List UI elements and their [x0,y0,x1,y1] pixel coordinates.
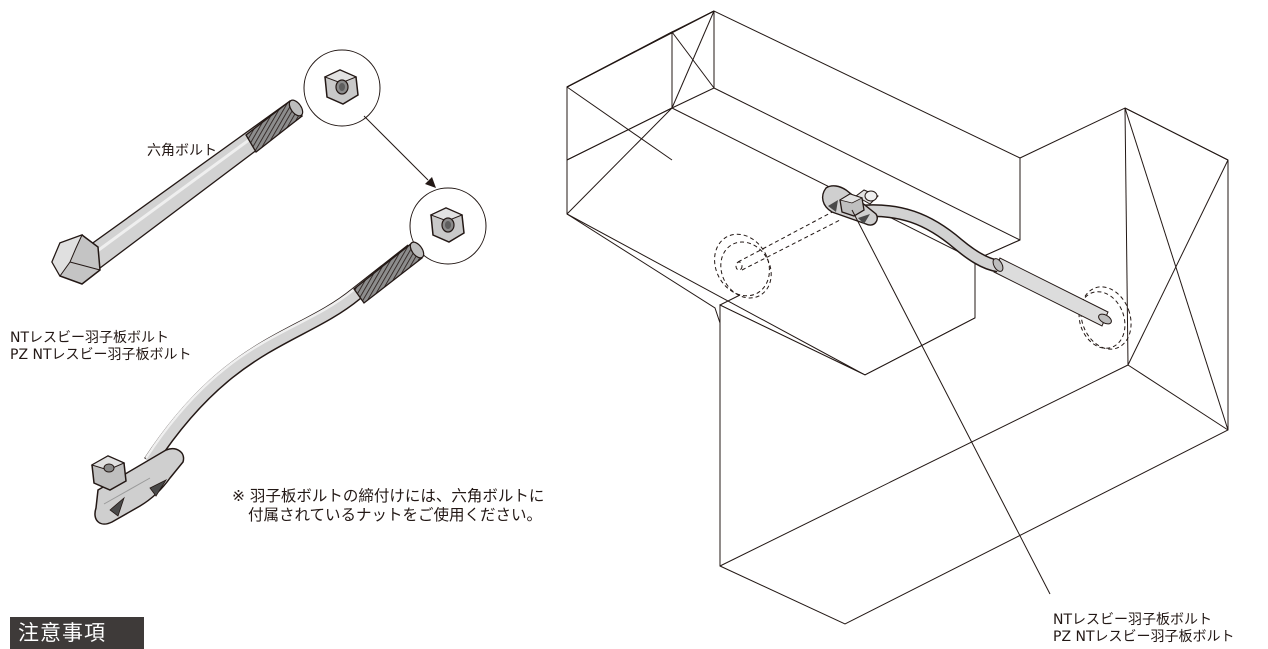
haneita-bolt-label-right-line2: PZ NTレスビー羽子板ボルト [1053,629,1235,645]
installed-haneita-bolt [821,185,1112,595]
nut-detail-bottom [409,187,487,265]
haneita-bolt-label-left-line2: PZ NTレスビー羽子板ボルト [10,347,192,363]
arrow [363,115,436,188]
haneita-bolt-label-right-line1: NTレスビー羽子板ボルト [1053,612,1213,628]
timber-frame [566,10,1229,625]
nut-detail-top [303,49,381,127]
caution-heading: 注意事項 [10,617,144,649]
tightening-note: ※ 羽子板ボルトの締付けには、六角ボルトに 付属されているナットをご使用ください… [232,487,544,525]
hidden-lines [714,209,1132,350]
haneita-bolt [90,241,425,525]
tightening-note-line2: 付属されているナットをご使用ください。 [248,506,543,524]
hex-bolt-label-text: 六角ボルト [147,143,217,159]
haneita-bolt-label-left-line1: NTレスビー羽子板ボルト [10,330,170,346]
tightening-note-line1: ※ 羽子板ボルトの締付けには、六角ボルトに [232,487,545,505]
haneita-bolt-label-right: NTレスビー羽子板ボルト PZ NTレスビー羽子板ボルト [1053,612,1235,646]
haneita-bolt-label-left: NTレスビー羽子板ボルト PZ NTレスビー羽子板ボルト [10,330,192,364]
hex-bolt-label: 六角ボルト [147,143,217,160]
hex-bolt [51,99,304,285]
